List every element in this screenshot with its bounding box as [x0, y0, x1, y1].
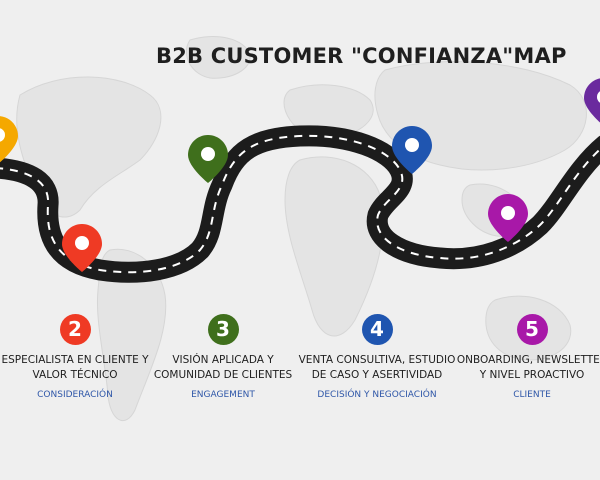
stage-5-phase: CLIENTE — [513, 390, 551, 400]
page-title: B2B CUSTOMER "CONFIANZA"MAP — [156, 44, 567, 68]
continent-south-america — [96, 248, 167, 422]
stage-5-description: ONBOARDING, NEWSLETTER Y NIVEL PROACTIVO — [456, 354, 600, 381]
stage-2-description: ESPECIALISTA EN CLIENTE Y VALOR TÉCNICO — [1, 354, 149, 381]
pin-magenta — [488, 194, 528, 242]
stage-4-number: 4 — [361, 314, 393, 345]
stage-3-description: VISIÓN APLICADA Y COMUNIDAD DE CLIENTES — [153, 354, 293, 381]
stage-3: 3 VISIÓN APLICADA Y COMUNIDAD DE CLIENTE… — [138, 314, 308, 400]
pin-green — [188, 135, 228, 183]
pin-blue — [392, 126, 432, 174]
stage-2-number: 2 — [59, 314, 91, 345]
road-center-dashes — [0, 134, 600, 274]
pin-purple — [584, 78, 600, 123]
map-pin-icon — [584, 78, 600, 123]
stage-4-description: VENTA CONSULTIVA, ESTUDIO DE CASO Y ASER… — [298, 354, 456, 381]
stage-2-phase: CONSIDERACIÓN — [37, 390, 113, 400]
pin-orange — [0, 116, 18, 163]
pin-red — [62, 224, 102, 272]
continent-greenland — [185, 36, 251, 79]
stage-2: 2 ESPECIALISTA EN CLIENTE Y VALOR TÉCNIC… — [0, 314, 160, 400]
stage-4-phase: DECISIÓN Y NEGOCIACIÓN — [317, 390, 437, 400]
stage-5: 5 ONBOARDING, NEWSLETTER Y NIVEL PROACTI… — [446, 314, 600, 400]
stage-4: 4 VENTA CONSULTIVA, ESTUDIO DE CASO Y AS… — [292, 314, 462, 400]
continent-africa — [284, 156, 384, 337]
stage-5-number: 5 — [516, 314, 548, 345]
stage-3-number: 3 — [207, 314, 239, 345]
map-pin-icon — [0, 116, 18, 163]
stage-3-phase: ENGAGEMENT — [191, 390, 255, 400]
